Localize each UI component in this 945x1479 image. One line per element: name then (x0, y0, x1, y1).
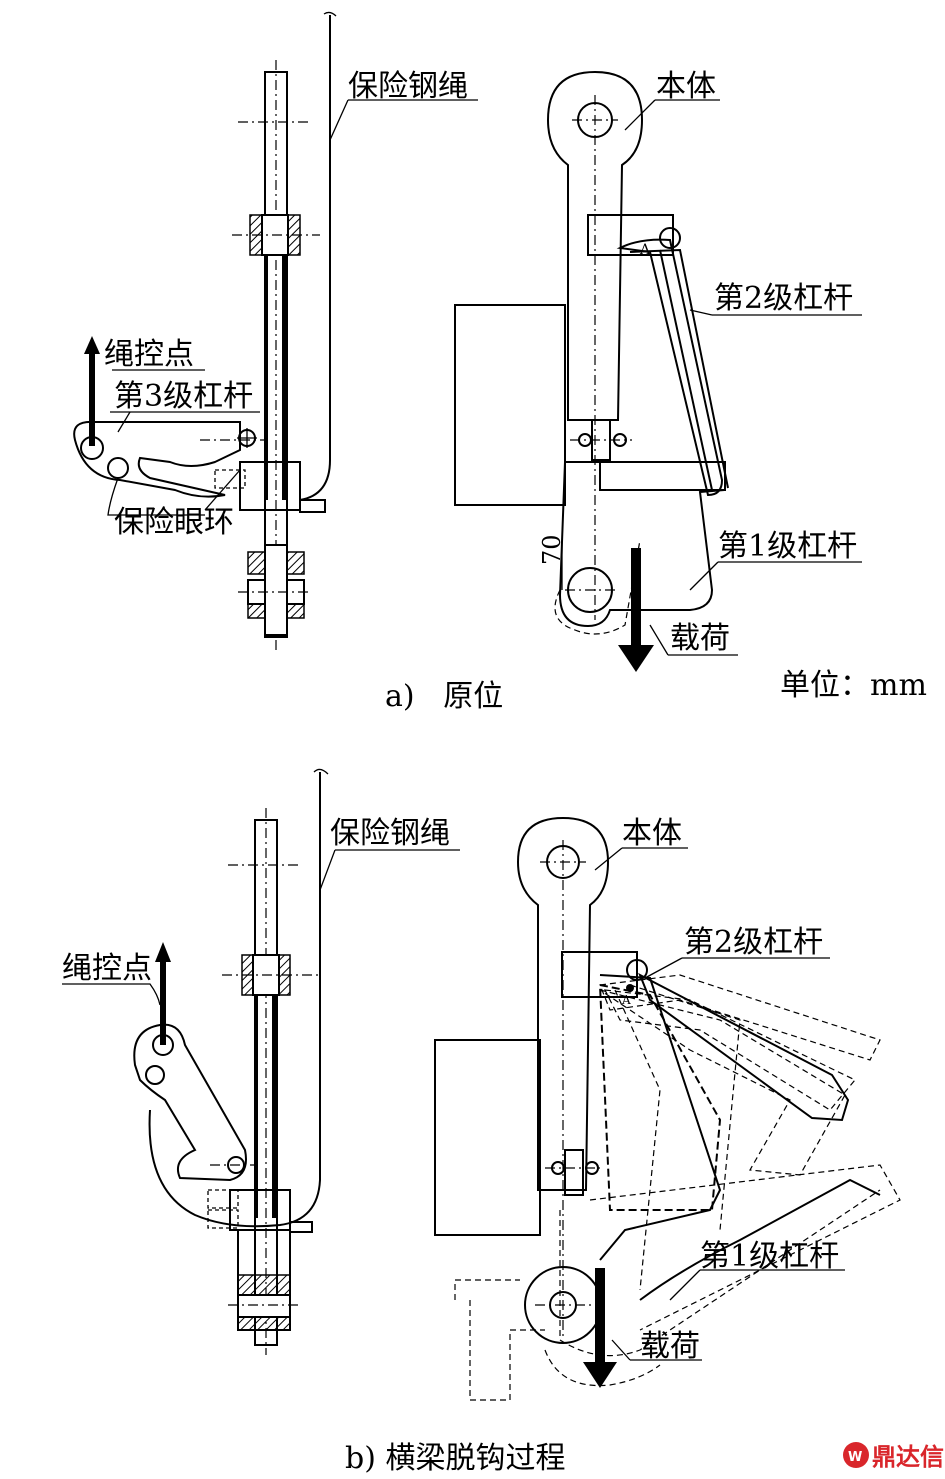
dds-logo-icon (843, 1442, 869, 1468)
figure-a: A 保险钢绳 (73, 11, 927, 714)
fig-b-label-lever-1: 第1级杠杆 (700, 1239, 839, 1274)
fig-a-caption: a) 原位 (385, 679, 503, 714)
watermark: W 鼎达信 (843, 1442, 944, 1471)
fig-a-label-safety-eye-ring: 保险眼环 (114, 505, 234, 540)
fig-a-dimension-70: 70 (538, 534, 566, 565)
fig-a-label-lever-2: 第2级杠杆 (714, 281, 853, 316)
fig-b-label-load: 载荷 (640, 1329, 700, 1364)
fig-b-label-lever-2: 第2级杠杆 (684, 925, 823, 960)
svg-text:W: W (848, 1450, 862, 1465)
fig-a-label-load: 载荷 (670, 621, 730, 656)
fig-b-caption: b) 横梁脱钩过程 (345, 1441, 565, 1476)
fig-a-label-lever-3: 第3级杠杆 (114, 379, 253, 414)
svg-text:A: A (621, 993, 631, 1007)
fig-a-label-body: 本体 (656, 69, 716, 104)
fig-a-unit-note: 单位：mm (780, 668, 927, 703)
fig-b-right-assembly: A (434, 816, 901, 1401)
fig-a-left-assembly (73, 11, 478, 650)
fig-b-label-safety-rope: 保险钢绳 (330, 816, 450, 851)
svg-text:A: A (639, 242, 651, 258)
watermark-text: 鼎达信 (872, 1443, 944, 1471)
fig-b-label-rope-control-point: 绳控点 (62, 951, 152, 986)
fig-a-label-safety-rope: 保险钢绳 (348, 69, 468, 104)
fig-b-label-body: 本体 (622, 816, 682, 851)
fig-b-left-assembly (62, 768, 460, 1355)
fig-a-right-assembly: A (454, 70, 862, 672)
fig-a-label-rope-control-point: 绳控点 (104, 337, 194, 372)
fig-a-label-lever-1: 第1级杠杆 (718, 529, 857, 564)
figure-b: A (62, 768, 901, 1476)
